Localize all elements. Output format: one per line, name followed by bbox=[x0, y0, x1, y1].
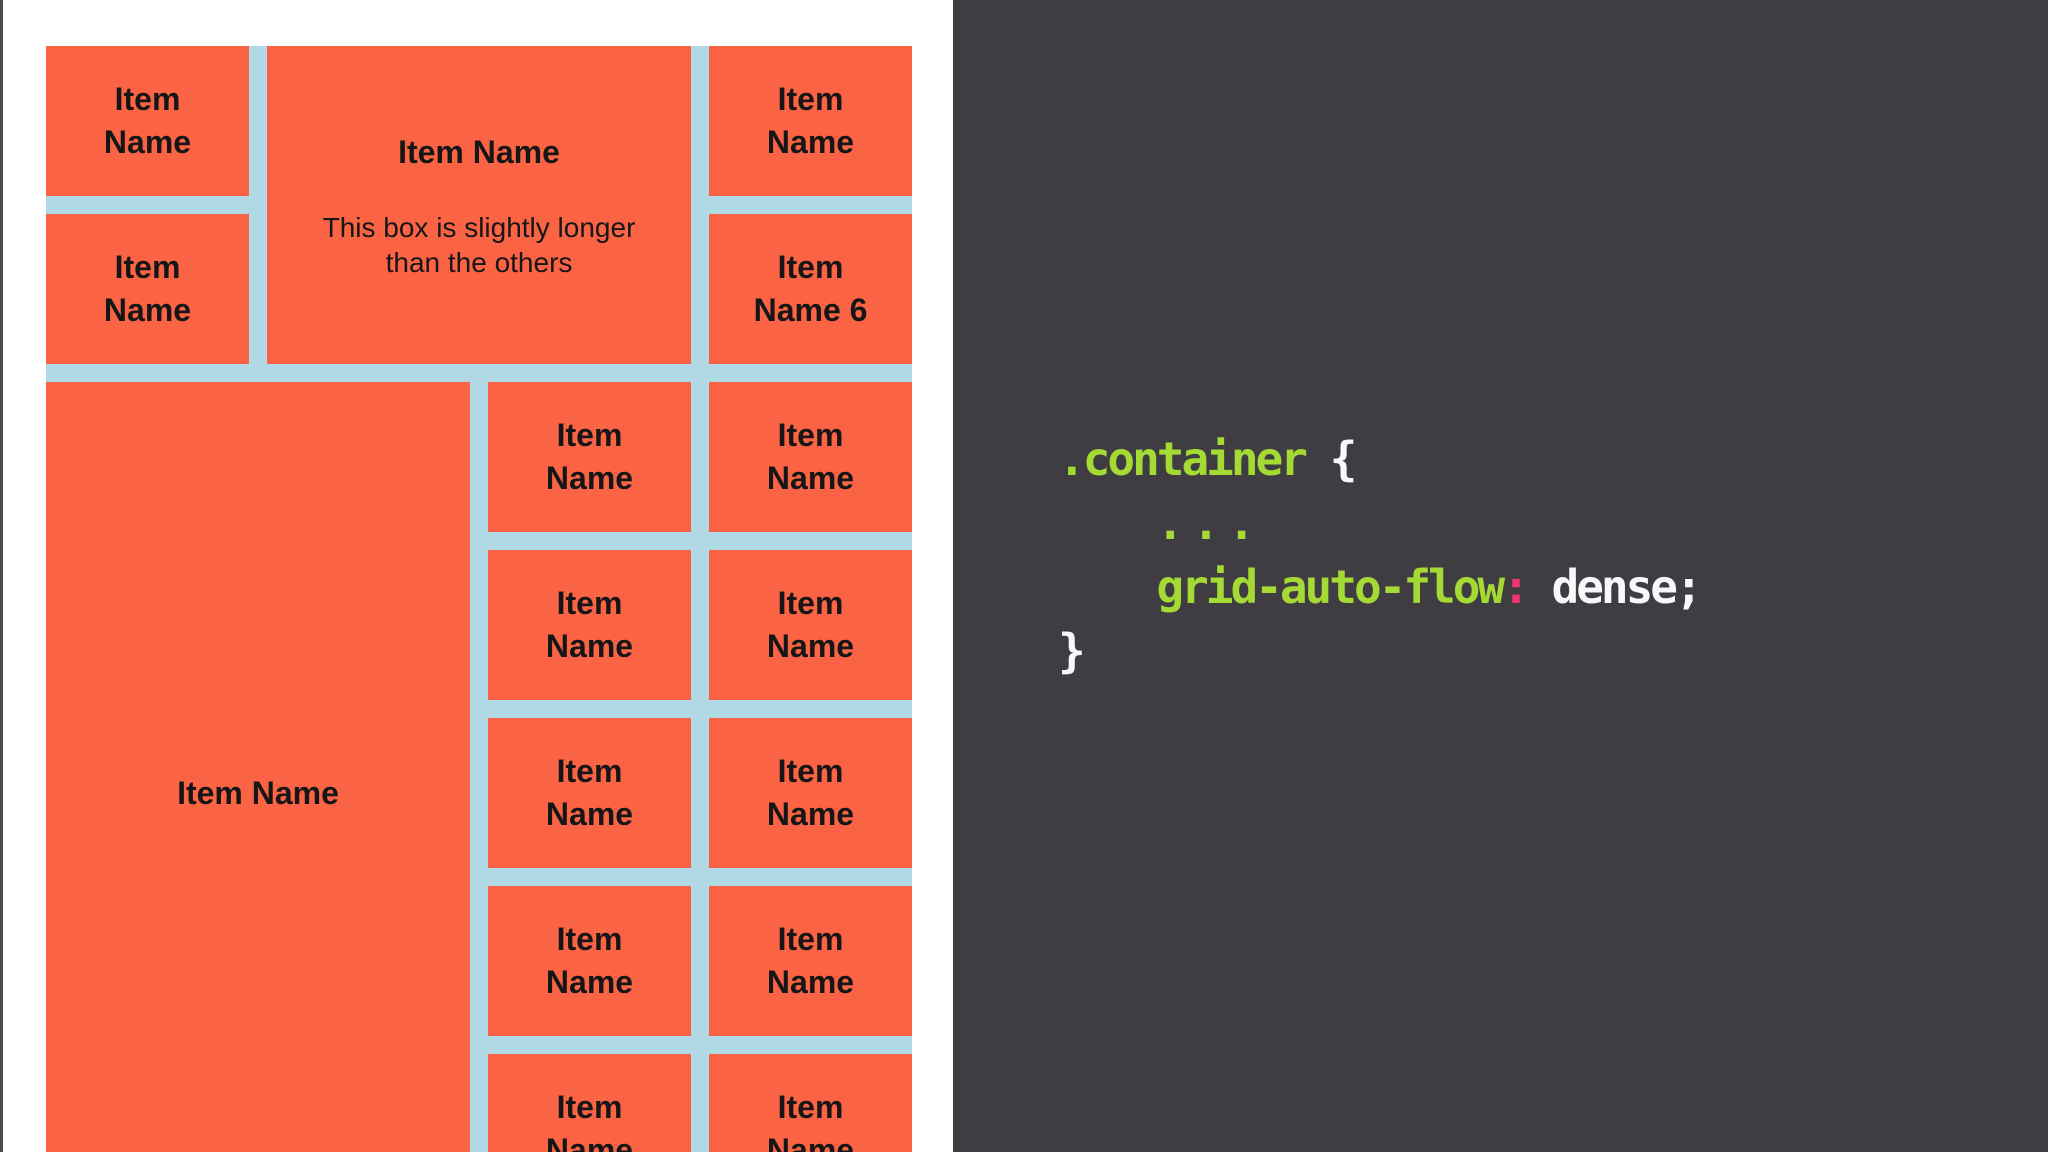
grid-item-title: Item Name 6 bbox=[753, 249, 868, 328]
grid-item: Item Name bbox=[488, 886, 691, 1036]
grid-item: Item Name bbox=[488, 382, 691, 532]
code-line: grid-auto-flow: dense; bbox=[1058, 555, 1703, 619]
grid-item-description: This box is slightly longer than the oth… bbox=[322, 211, 636, 278]
grid-item-title: Item Name bbox=[545, 753, 634, 832]
grid-item: Item Name bbox=[46, 214, 249, 364]
grid-item: Item Name bbox=[709, 718, 912, 868]
grid-item: Item Name bbox=[488, 718, 691, 868]
code-token: ... bbox=[1156, 496, 1264, 550]
grid-item-title: Item Name bbox=[766, 1089, 855, 1152]
grid-item-title: Item Name bbox=[103, 249, 192, 328]
code-token: : bbox=[1502, 560, 1530, 614]
grid-item: Item Name bbox=[709, 550, 912, 700]
grid-item-title: Item Name bbox=[545, 585, 634, 664]
code-line: } bbox=[1058, 619, 1700, 683]
code-token: dense; bbox=[1526, 560, 1703, 614]
grid-item: Item Name bbox=[46, 46, 249, 196]
code-block: .container {...grid-auto-flow: dense;} bbox=[1058, 427, 1703, 683]
code-token: grid-auto-flow bbox=[1156, 560, 1505, 614]
grid-item-title: Item Name bbox=[545, 417, 634, 496]
code-line: .container { bbox=[1058, 427, 1700, 491]
grid-item: Item Name bbox=[46, 382, 470, 1152]
grid-item-title: Item Name bbox=[766, 417, 855, 496]
window-left-border bbox=[0, 0, 3, 1152]
grid-item: Item Name bbox=[709, 382, 912, 532]
grid-item: Item Name 6 bbox=[709, 214, 912, 364]
code-line: ... bbox=[1058, 491, 1700, 555]
grid-item-title: Item Name bbox=[766, 585, 855, 664]
grid-item-title: Item Name bbox=[545, 1089, 634, 1152]
code-token: .container bbox=[1058, 432, 1308, 486]
grid-item-title: Item Name bbox=[766, 753, 855, 832]
code-token: { bbox=[1304, 432, 1358, 486]
grid-item-title: Item Name bbox=[545, 921, 634, 1000]
grid-item: Item Name bbox=[488, 550, 691, 700]
grid-item-title: Item Name bbox=[177, 774, 339, 811]
grid-item-title: Item Name bbox=[766, 81, 855, 160]
grid-item: Item Name bbox=[488, 1054, 691, 1152]
grid-item-title: Item Name bbox=[398, 133, 560, 170]
grid-item: Item Name bbox=[709, 46, 912, 196]
code-panel: .container {...grid-auto-flow: dense;} bbox=[953, 0, 2048, 1152]
grid-item-title: Item Name bbox=[103, 81, 192, 160]
grid-item: Item Name bbox=[709, 886, 912, 1036]
code-token: } bbox=[1058, 624, 1086, 678]
grid-item-title: Item Name bbox=[766, 921, 855, 1000]
grid-item: Item Name bbox=[709, 1054, 912, 1152]
